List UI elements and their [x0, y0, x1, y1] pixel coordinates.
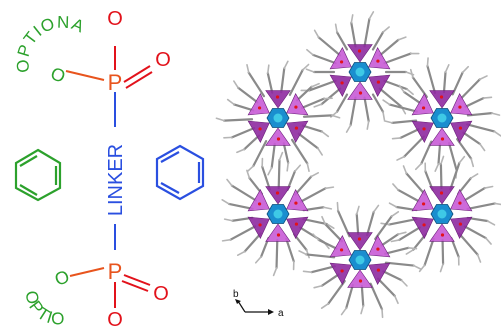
bottom-phosphinoyl-group: P O O O [52, 259, 169, 327]
bottom-oxygen-atom: O [107, 309, 123, 327]
axis-b-label: b [233, 289, 239, 300]
bottom-phosphorus-atom: P [108, 259, 123, 284]
cluster-node [215, 60, 341, 176]
axis-a-label: a [278, 308, 284, 319]
benzene-right-icon [155, 144, 205, 201]
top-phosphinoyl-group: O P O O [48, 8, 171, 127]
top-oxygen-atom: O [107, 8, 123, 30]
cluster-node [380, 155, 501, 273]
top-phosphorus-atom: P [108, 70, 123, 95]
cluster-node [221, 151, 335, 277]
crystal-structure [215, 11, 501, 319]
axes-indicator: b a [233, 289, 284, 319]
benzene-left-icon [14, 148, 62, 202]
cluster-node [382, 57, 501, 179]
bottom-oxo-oxygen-atom: O [153, 283, 169, 305]
cluster-node [300, 11, 420, 133]
linker-label: LINKER [105, 144, 127, 216]
bottom-optional-oxygen: O [52, 266, 72, 290]
cluster-node [298, 201, 422, 319]
top-oxo-oxygen-atom: O [155, 49, 171, 71]
top-optional-oxygen: O [48, 63, 68, 87]
